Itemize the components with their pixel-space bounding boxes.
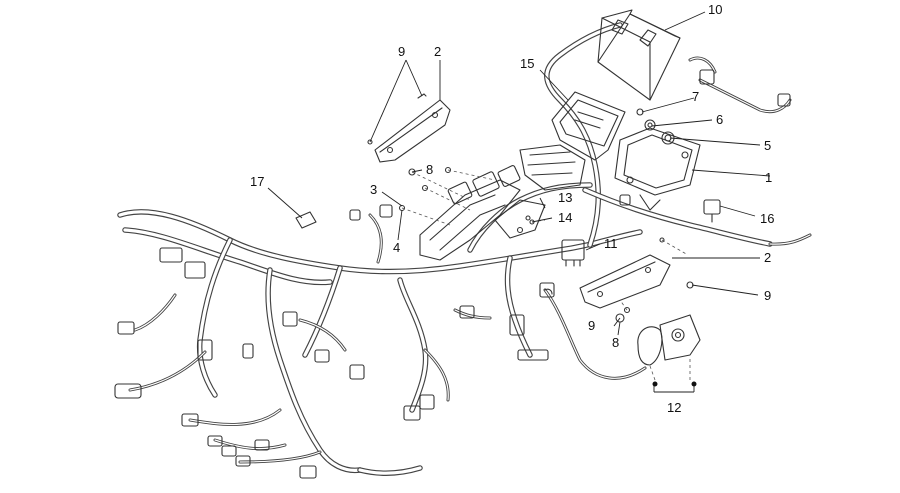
callout-10: 10 <box>708 2 722 17</box>
part-12-ignition-switch <box>544 288 701 366</box>
wiring-harness <box>117 22 773 476</box>
callout-9-top: 9 <box>398 44 405 59</box>
harness-connectors <box>114 69 791 479</box>
callout-3: 3 <box>370 182 377 197</box>
part-1-ecu-support-frame <box>614 127 701 211</box>
callout-11: 11 <box>604 236 618 251</box>
callout-4: 4 <box>393 240 400 255</box>
part-2-upper-bracket <box>367 93 451 163</box>
callout-8-bottom: 8 <box>612 335 619 350</box>
callout-2-top: 2 <box>434 44 441 59</box>
anchor-dots <box>652 381 697 387</box>
callout-5: 5 <box>764 138 771 153</box>
leader-lines <box>267 11 771 393</box>
fasteners <box>398 166 665 314</box>
callout-9-right: 9 <box>764 288 771 303</box>
branch-wires <box>128 56 812 464</box>
callout-16: 16 <box>760 211 774 226</box>
callout-9-bottom: 9 <box>588 318 595 333</box>
part-16-relay <box>703 199 721 223</box>
central-junction-box <box>419 144 586 261</box>
alignment-dashes <box>401 169 691 381</box>
callout-8-top: 8 <box>426 162 433 177</box>
callout-14: 14 <box>558 210 572 225</box>
callout-15: 15 <box>520 56 534 71</box>
callout-labels: 1 2 2 3 4 5 6 7 8 8 9 9 9 10 11 12 13 14… <box>250 2 774 415</box>
callout-1: 1 <box>765 170 772 185</box>
callout-17: 17 <box>250 174 264 189</box>
callout-13: 13 <box>558 190 572 205</box>
callout-2-bottom: 2 <box>764 250 771 265</box>
callout-6: 6 <box>716 112 723 127</box>
part-13-14-bracket <box>494 199 546 239</box>
part-2-lower-bracket <box>579 254 694 323</box>
part-15-ecu-unit <box>551 91 626 161</box>
part-11-relay <box>561 239 585 267</box>
part-10-battery <box>597 9 681 101</box>
callout-7: 7 <box>692 89 699 104</box>
callout-12: 12 <box>667 400 681 415</box>
part-17-clip <box>295 211 317 229</box>
